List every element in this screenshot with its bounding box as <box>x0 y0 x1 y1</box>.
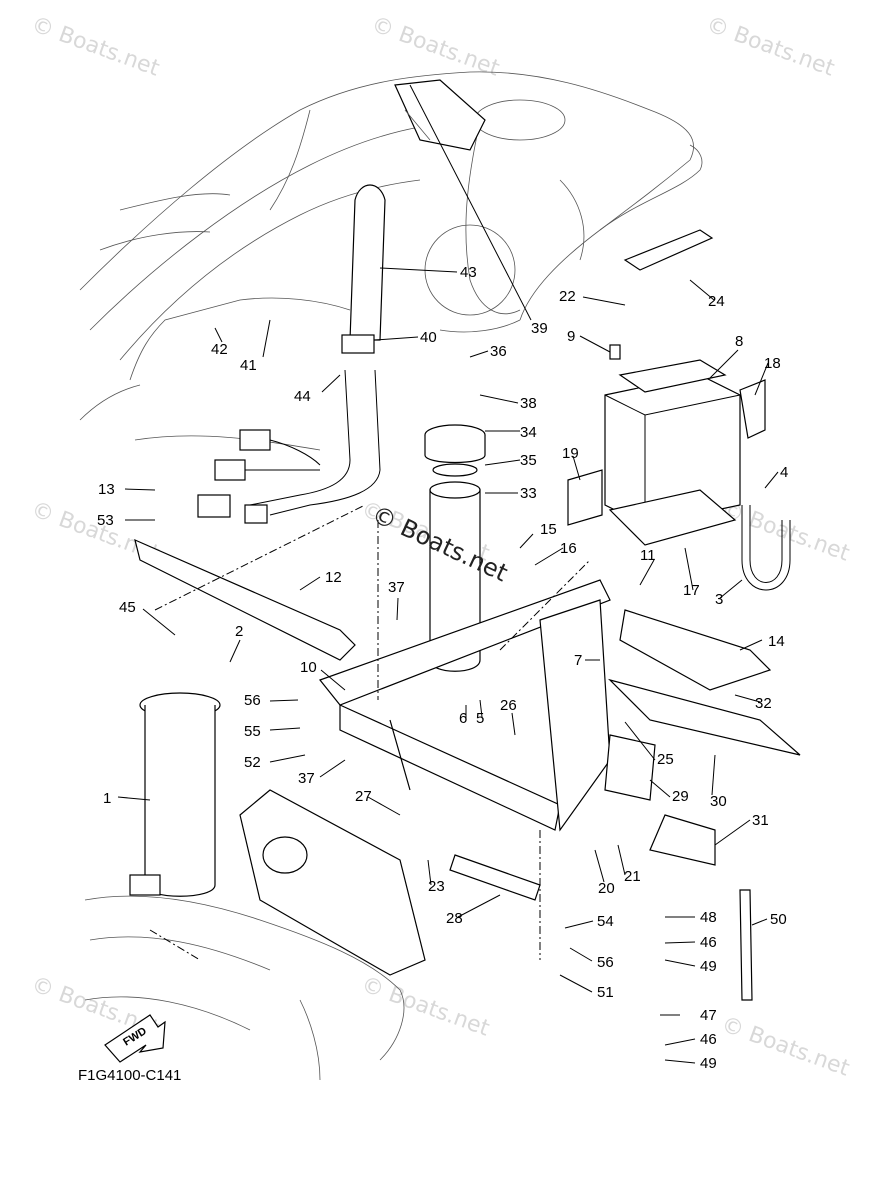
callout-48: 48 <box>700 909 717 926</box>
callout-21: 21 <box>624 868 641 885</box>
watermark: © Boats.net <box>28 12 163 82</box>
callout-56: 56 <box>597 954 614 971</box>
callout-6: 6 <box>459 710 467 727</box>
part-strip-28 <box>449 854 541 901</box>
part-wire-harness <box>197 429 321 524</box>
callout-37: 37 <box>298 770 315 787</box>
callout-52: 52 <box>244 754 261 771</box>
watermark: © Boats.net <box>718 1012 853 1082</box>
callout-40: 40 <box>420 329 437 346</box>
part-fuel-gauge-unit <box>394 79 486 151</box>
watermark: © Boats.net <box>718 497 853 567</box>
watermark: © Boats.net <box>358 972 493 1042</box>
callout-10: 10 <box>300 659 317 676</box>
part-bracket-14 <box>619 609 772 691</box>
callout-15: 15 <box>540 521 557 538</box>
callout-24: 24 <box>708 293 725 310</box>
hull-outline <box>79 71 703 1081</box>
part-filler-hose <box>249 184 386 516</box>
callout-14: 14 <box>768 633 785 650</box>
callout-41: 41 <box>240 357 257 374</box>
callout-9: 9 <box>567 328 575 345</box>
part-pad-29 <box>604 734 656 801</box>
callout-26: 26 <box>500 697 517 714</box>
callout-11: 11 <box>640 547 656 564</box>
part-bracket-31 <box>649 814 716 866</box>
callout-1: 1 <box>103 790 111 807</box>
callout-47: 47 <box>700 1007 717 1024</box>
callout-12: 12 <box>325 569 342 586</box>
callout-49: 49 <box>700 958 717 975</box>
callout-20: 20 <box>598 880 615 897</box>
callout-16: 16 <box>560 540 577 557</box>
callout-18: 18 <box>764 355 781 372</box>
callout-36: 36 <box>490 343 507 360</box>
callout-31: 31 <box>752 812 769 829</box>
callout-27: 27 <box>355 788 372 805</box>
callout-13: 13 <box>98 481 115 498</box>
center-lines <box>149 504 591 961</box>
callout-51: 51 <box>597 984 614 1001</box>
callout-25: 25 <box>657 751 674 768</box>
callout-54: 54 <box>597 913 614 930</box>
leader-lines <box>117 84 779 1064</box>
part-bracket-12 <box>134 538 356 661</box>
callout-35: 35 <box>520 452 537 469</box>
callout-53: 53 <box>97 512 114 529</box>
callout-32: 32 <box>755 695 772 712</box>
part-plate-30 <box>607 678 801 756</box>
callout-46: 46 <box>700 1031 717 1048</box>
part-main-bracket <box>319 579 611 832</box>
part-battery-box-pad <box>567 469 737 546</box>
part-battery-strap <box>623 229 766 439</box>
callout-34: 34 <box>520 424 537 441</box>
callout-37: 37 <box>388 579 405 596</box>
callout-28: 28 <box>446 910 463 927</box>
callout-19: 19 <box>562 445 579 462</box>
callout-44: 44 <box>294 388 311 405</box>
callout-38: 38 <box>520 395 537 412</box>
callout-45: 45 <box>119 599 136 616</box>
part-cable-tie <box>739 889 753 1001</box>
part-battery <box>604 344 741 526</box>
callout-30: 30 <box>710 793 727 810</box>
callout-50: 50 <box>770 911 787 928</box>
callout-46: 46 <box>700 934 717 951</box>
callout-2: 2 <box>235 623 243 640</box>
callout-43: 43 <box>460 264 477 281</box>
fwd-arrow-icon: FWD <box>104 1014 166 1063</box>
callout-33: 33 <box>520 485 537 502</box>
drawing-code: F1G4100-C141 <box>78 1067 181 1084</box>
part-control-unit <box>239 789 426 976</box>
watermark: © Boats.net <box>368 12 503 82</box>
callout-39: 39 <box>531 320 548 337</box>
callout-8: 8 <box>735 333 743 350</box>
callout-5: 5 <box>476 710 484 727</box>
callout-29: 29 <box>672 788 689 805</box>
callout-17: 17 <box>683 582 700 599</box>
callout-23: 23 <box>428 878 445 895</box>
callout-55: 55 <box>244 723 261 740</box>
part-fuel-pump <box>129 692 221 897</box>
watermark: © Boats.net <box>703 12 838 82</box>
callout-layer: 1234567891011121314151617181920212223242… <box>97 264 788 1072</box>
callout-7: 7 <box>574 652 582 669</box>
callout-49: 49 <box>700 1055 717 1072</box>
callout-42: 42 <box>211 341 228 358</box>
part-vent-tube <box>741 505 791 591</box>
part-fuel-filter-assembly <box>424 424 486 672</box>
callout-3: 3 <box>715 591 723 608</box>
callout-56: 56 <box>244 692 261 709</box>
callout-22: 22 <box>559 288 576 305</box>
callout-4: 4 <box>780 464 788 481</box>
